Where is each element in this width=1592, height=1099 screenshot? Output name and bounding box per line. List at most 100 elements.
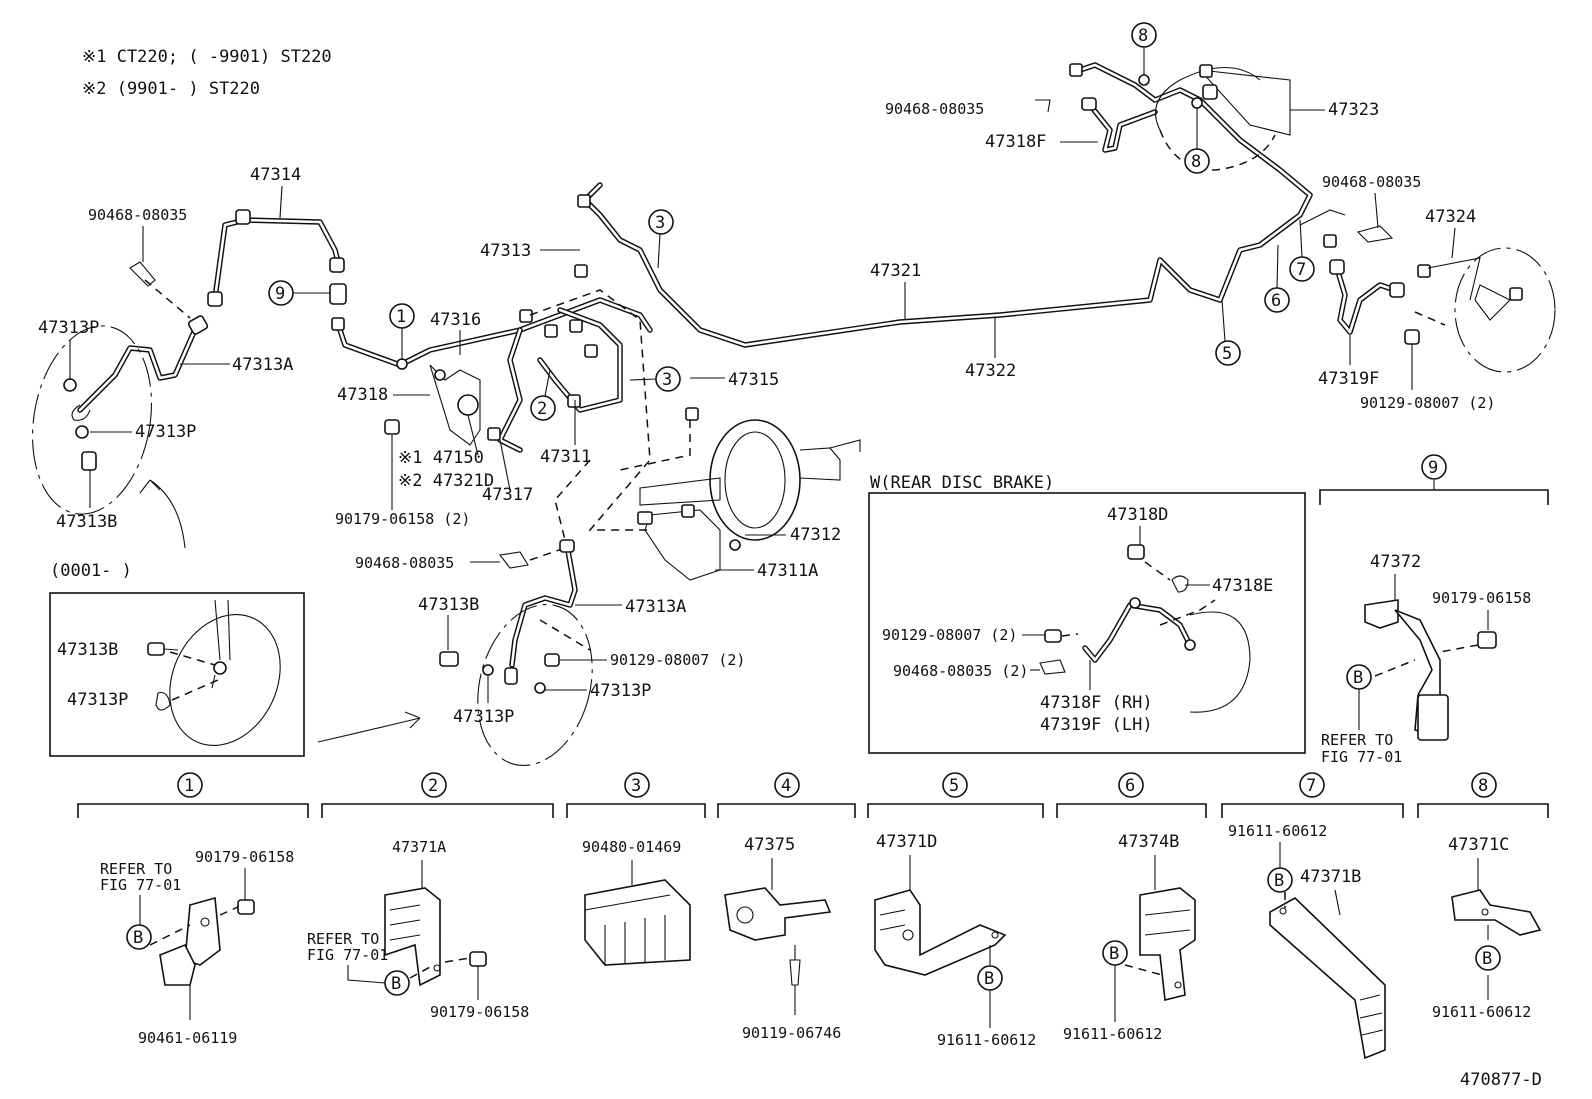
g6-label-47374B: 47374B (1118, 832, 1179, 852)
bubble-8-main-b: 8 (1184, 108, 1210, 174)
g7-label-47371B: 47371B (1300, 867, 1361, 887)
label-47312: 47312 (790, 525, 841, 545)
bubble-3-main-b-text: 3 (662, 370, 672, 390)
production-range: (0001- ) (50, 561, 132, 581)
label-g9-refer-to: REFER TO (1321, 731, 1393, 749)
label-47311A: 47311A (757, 561, 818, 581)
label-47318: 47318 (337, 385, 388, 405)
bubble-3-main-a-text: 3 (655, 213, 665, 233)
diagram-code: 470877-D (1460, 1070, 1542, 1090)
bubble-9-group-text: 9 (1428, 458, 1438, 478)
center-brake-lines (331, 62, 1313, 541)
label-47150: ※1 47150 (398, 448, 484, 468)
label-47324: 47324 (1425, 207, 1476, 227)
b-marker-g9-text: B (1353, 668, 1363, 688)
b-marker-g5-text: B (984, 969, 994, 989)
bubble-6-group-text: 6 (1125, 776, 1135, 796)
label-47313P-d: 47313P (453, 707, 514, 727)
g8-label-47371C: 47371C (1448, 835, 1509, 855)
bubble-5-main: 5 (1215, 299, 1241, 366)
bubble-1-group: 1 (177, 772, 203, 798)
b-marker-g2-text: B (391, 974, 401, 994)
bubble-7-group: 7 (1299, 772, 1325, 798)
detail-inset-box: 47313B 47313P (49, 592, 305, 757)
b-marker-g5: B (977, 965, 1003, 991)
g1-refer-to: REFER TO (100, 860, 172, 878)
bubble-7-group-text: 7 (1306, 776, 1316, 796)
bubble-6-main-text: 6 (1271, 291, 1281, 311)
group-9-clamp: 47372 90179-06158 REFER TO FIG 77-01 (1319, 480, 1549, 766)
label-47317: 47317 (482, 485, 533, 505)
b-marker-g6: B (1102, 940, 1128, 966)
bubble-8-group: 8 (1471, 772, 1497, 798)
group-brackets (77, 803, 1549, 818)
g5-label-91611: 91611-60612 (937, 1031, 1036, 1049)
label-90468-08035-d: 90468-08035 (1322, 173, 1421, 191)
group-3-clamp: 90480-01469 (582, 838, 691, 966)
group-7-clamp: 91611-60612 47371B (1228, 822, 1386, 1060)
label-47319F: 47319F (1318, 369, 1379, 389)
label-90468-08035-b: 90468-08035 (355, 554, 454, 572)
label-47322: 47322 (965, 361, 1016, 381)
group-5-clamp: 47371D 91611-60612 (874, 832, 1036, 1049)
rear-disc-brake-inset: W(REAR DISC BRAKE) 47318D 47318E 90129-0… (868, 473, 1306, 754)
g3-label-90480: 90480-01469 (582, 838, 681, 856)
label-w-90468-08035: 90468-08035 (2) (893, 662, 1028, 680)
bubble-9-main-text: 9 (275, 284, 285, 304)
bubble-6-main: 6 (1264, 244, 1290, 313)
b-marker-g7: B (1267, 867, 1293, 893)
g4-label-47375: 47375 (744, 835, 795, 855)
label-47321D: ※2 47321D (398, 471, 494, 491)
inset-label-47313B: 47313B (57, 640, 118, 660)
g6-label-91611: 91611-60612 (1063, 1025, 1162, 1043)
group-1-clamp: 90179-06158 REFER TO FIG 77-01 90461-061… (100, 848, 294, 1047)
label-47313P-b: 47313P (135, 422, 196, 442)
b-marker-g2: B (384, 970, 410, 996)
note-1: ※1 CT220; ( -9901) ST220 (82, 47, 332, 67)
b-marker-g8: B (1475, 945, 1501, 971)
label-47315: 47315 (728, 370, 779, 390)
bubble-3-main-a: 3 (648, 209, 674, 269)
bubble-5-group-text: 5 (949, 776, 959, 796)
bubble-3-group: 3 (624, 772, 650, 798)
bubble-1-group-text: 1 (184, 776, 194, 796)
center-front-brake: 90468-08035 47313B 47313A 90129-08007 (2… (355, 539, 745, 767)
label-47321: 47321 (870, 261, 921, 281)
bubble-2-group-text: 2 (428, 776, 438, 796)
bubble-7-main: 7 (1289, 219, 1315, 282)
label-47318D: 47318D (1107, 505, 1168, 525)
b-marker-g7-text: B (1274, 871, 1284, 891)
b-marker-g1: B (126, 924, 152, 950)
bubble-2-main-text: 2 (537, 399, 547, 419)
b-marker-g8-text: B (1482, 949, 1492, 969)
label-g9-fig: FIG 77-01 (1321, 748, 1402, 766)
bubble-9-group: 9 (1421, 454, 1447, 480)
bubble-8-main-a: 8 (1131, 22, 1157, 75)
g1-fig: FIG 77-01 (100, 876, 181, 894)
bubble-5-group: 5 (942, 772, 968, 798)
group-8-clamp: 47371C 91611-60612 (1432, 835, 1542, 1021)
label-47313B-b: 47313B (418, 595, 479, 615)
note-2: ※2 (9901- ) ST220 (82, 79, 260, 99)
bubble-6-group: 6 (1118, 772, 1144, 798)
bubble-2-main: 2 (530, 369, 556, 421)
group-6-clamp: 47374B 91611-60612 (1063, 832, 1196, 1043)
label-47313B-a: 47313B (56, 512, 117, 532)
label-47314: 47314 (250, 165, 301, 185)
g1-label-90461: 90461-06119 (138, 1029, 237, 1047)
g2-refer-to: REFER TO (307, 930, 379, 948)
label-47313A-b: 47313A (625, 597, 686, 617)
label-47318F-rh: 47318F (RH) (1040, 693, 1153, 713)
inset-w-title: W(REAR DISC BRAKE) (870, 473, 1054, 493)
b-marker-g6-text: B (1109, 944, 1119, 964)
label-47313: 47313 (480, 241, 531, 261)
label-47313P-a: 47313P (38, 318, 99, 338)
bubble-8-main-a-text: 8 (1138, 26, 1148, 46)
bubble-1-main-text: 1 (396, 307, 406, 327)
label-47318E: 47318E (1212, 576, 1273, 596)
bubble-3-main-b: 3 (629, 366, 681, 392)
group-2-clamp: 47371A REFER TO FIG 77-01 90179-06158 (307, 838, 529, 1021)
g2-fig: FIG 77-01 (307, 946, 388, 964)
b-marker-g9: B (1346, 664, 1372, 730)
g8-label-91611: 91611-60612 (1432, 1003, 1531, 1021)
